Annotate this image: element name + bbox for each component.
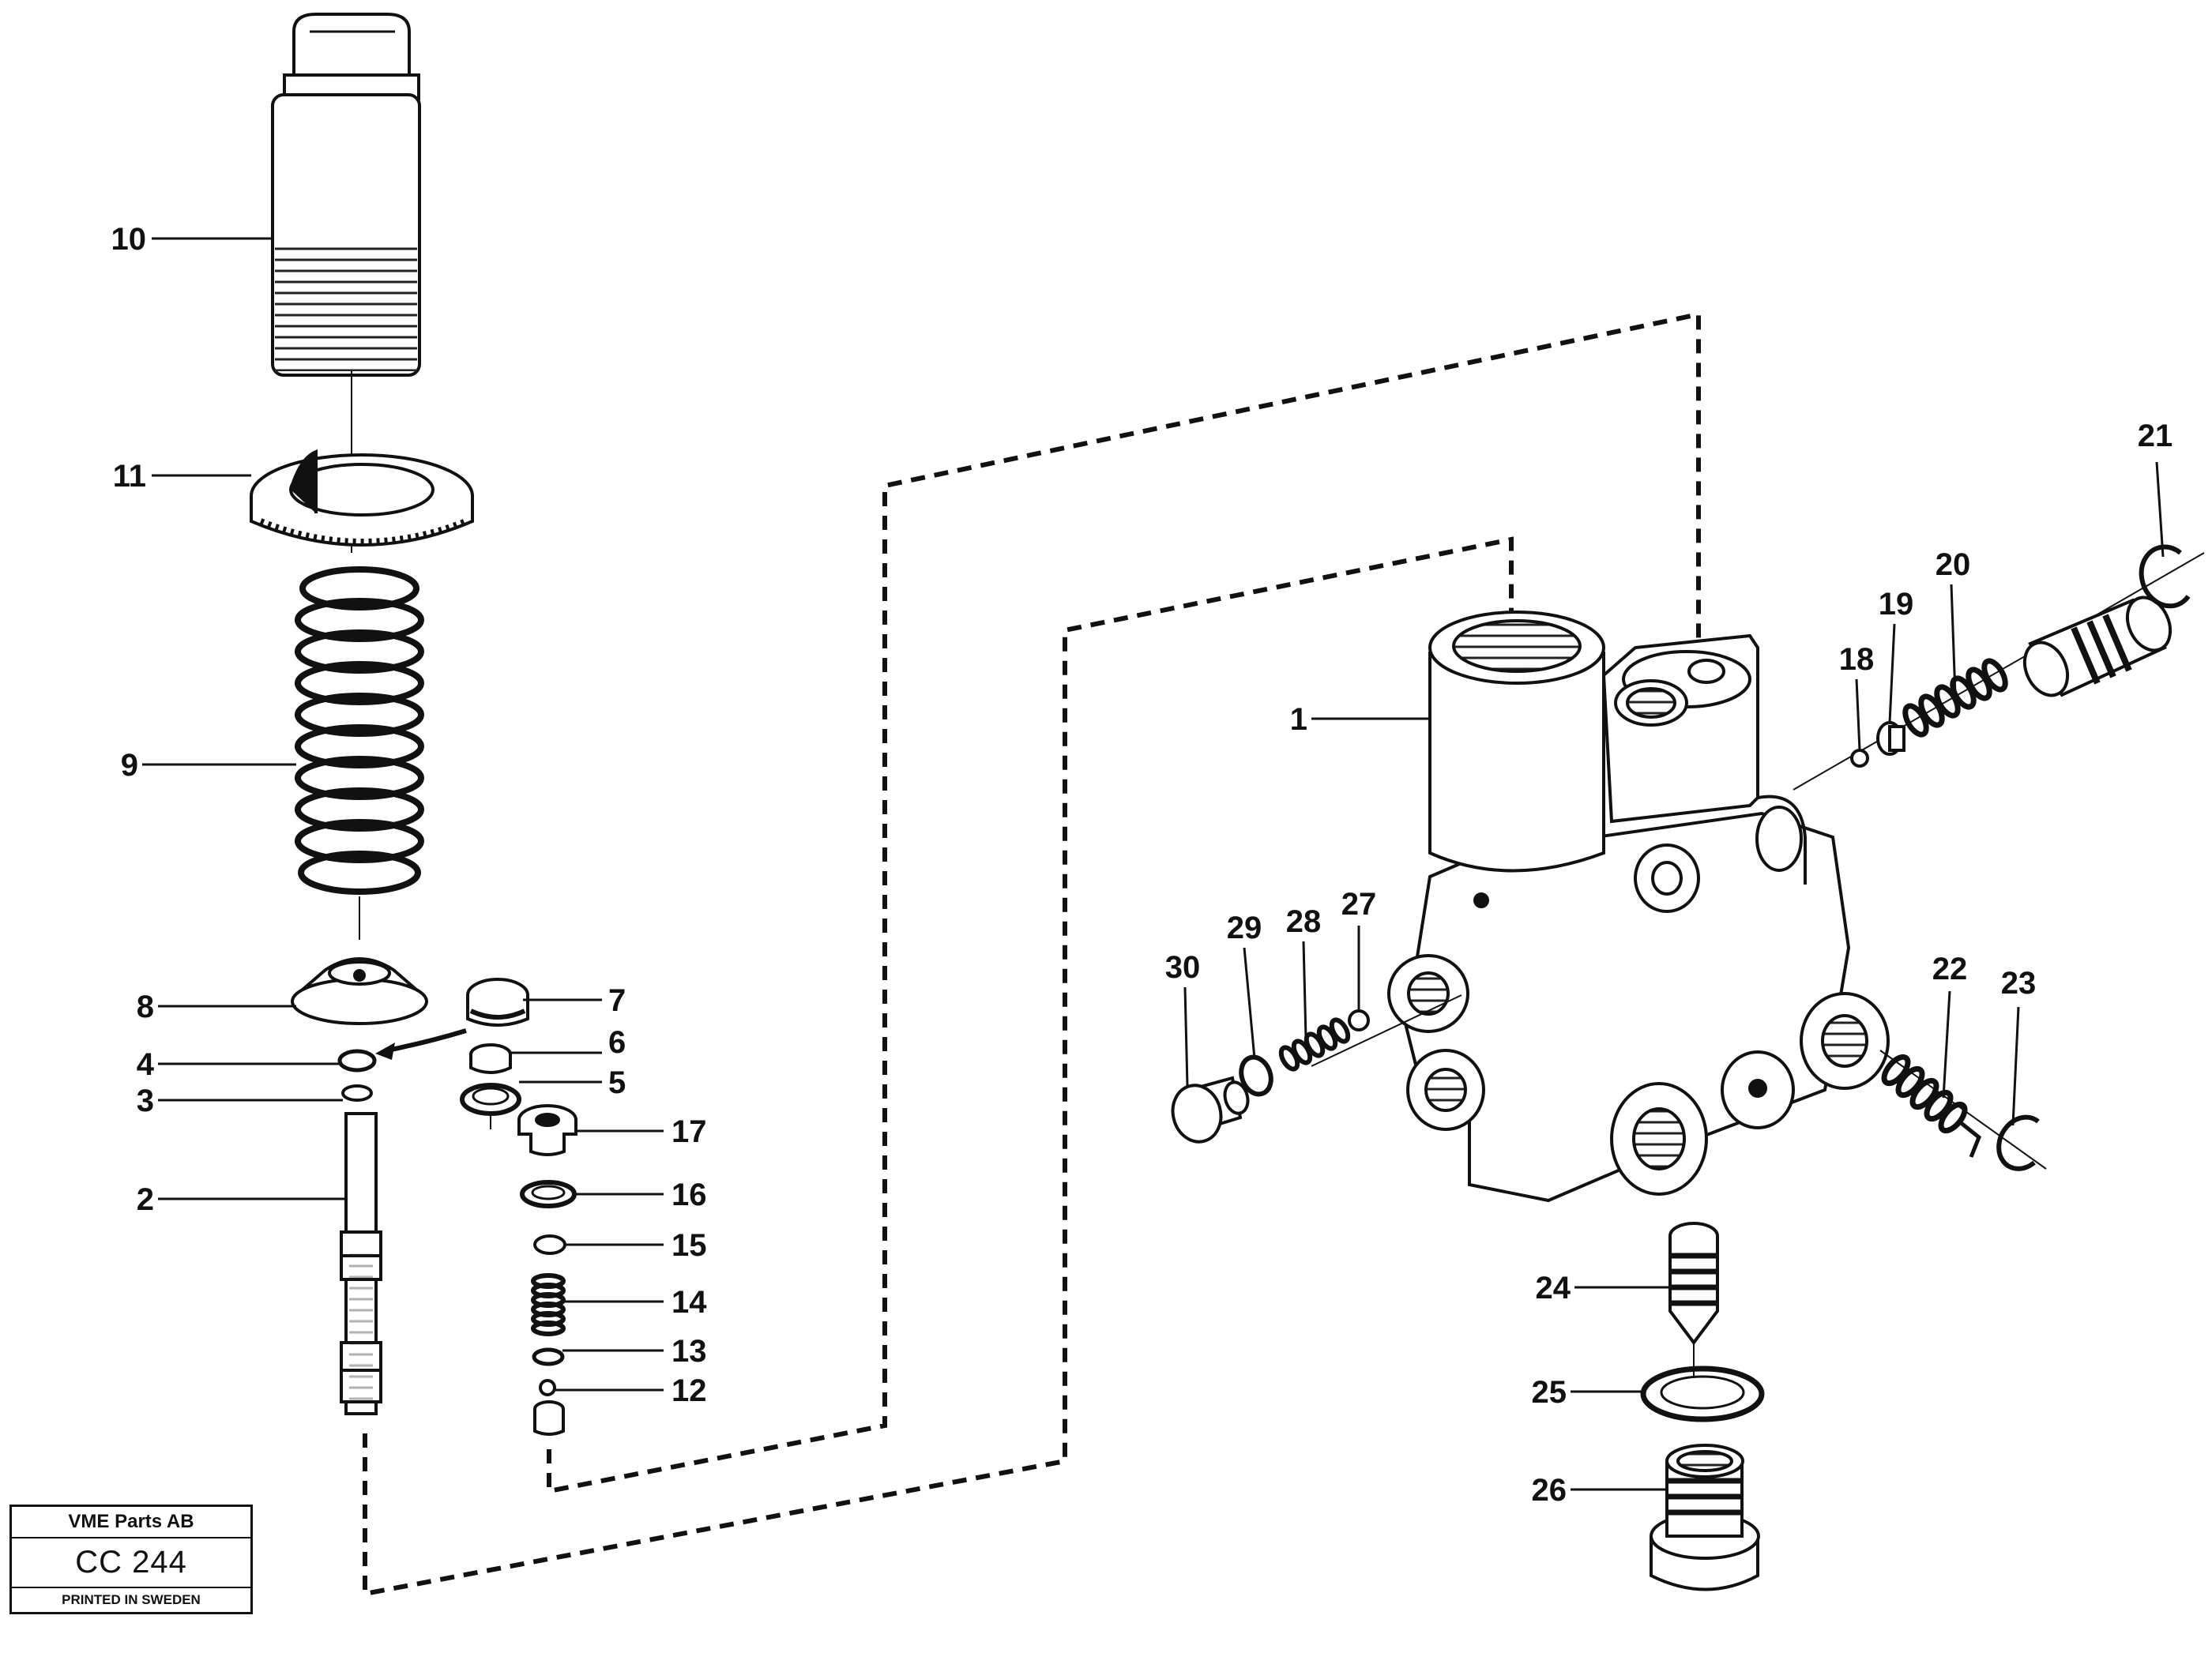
part-16-washer — [520, 1180, 577, 1208]
callout-9: 9 — [121, 748, 138, 783]
callout-4: 4 — [137, 1047, 155, 1082]
part-11-knurled-nut — [250, 449, 474, 547]
stamp-printed: PRINTED IN SWEDEN — [62, 1592, 201, 1607]
callout-7: 7 — [608, 983, 626, 1018]
part-25-washer — [1640, 1366, 1765, 1422]
callout-17: 17 — [672, 1114, 707, 1149]
callout-13: 13 — [672, 1334, 707, 1369]
part-3-ring — [341, 1084, 373, 1102]
part-30-plug — [1171, 1076, 1250, 1144]
small-sleeve — [533, 1400, 565, 1436]
callout-26: 26 — [1532, 1473, 1567, 1508]
part-4-ring — [337, 1049, 377, 1073]
callout-24: 24 — [1536, 1271, 1571, 1305]
callout-labels: 10 11 9 8 4 3 2 7 6 5 17 16 15 14 13 12 … — [111, 222, 2173, 1508]
callout-23: 23 — [2001, 966, 2037, 1001]
callout-6: 6 — [608, 1025, 626, 1060]
callout-25: 25 — [1532, 1375, 1567, 1410]
part-21-circlip — [2139, 544, 2191, 609]
callout-21: 21 — [2138, 419, 2173, 453]
part-14-small-spring — [531, 1273, 566, 1336]
part-2-plunger-rod — [340, 1112, 382, 1415]
callout-27: 27 — [1341, 887, 1377, 922]
dashed-connection-lines — [363, 311, 1701, 1597]
part-1-valve-body — [1387, 610, 1890, 1203]
spool — [2022, 595, 2172, 697]
callout-14: 14 — [672, 1285, 707, 1320]
part-9-spring — [295, 566, 424, 940]
part-12-ball — [539, 1379, 556, 1396]
callout-18: 18 — [1839, 642, 1875, 677]
callout-5: 5 — [608, 1065, 626, 1100]
part-17-plug — [517, 1104, 577, 1156]
part-15-ball — [533, 1234, 566, 1255]
callout-22: 22 — [1932, 952, 1968, 986]
callout-28: 28 — [1286, 904, 1322, 939]
part-7-plug — [466, 978, 529, 1027]
callout-12: 12 — [672, 1373, 707, 1408]
part-24-valve-cone — [1668, 1222, 1719, 1378]
part-27-ball — [1348, 1009, 1370, 1031]
part-23-circlip — [1996, 1114, 2040, 1171]
part-5-washer — [460, 1083, 521, 1129]
callout-19: 19 — [1879, 587, 1914, 622]
callout-10: 10 — [111, 222, 147, 257]
part-8-spring-seat — [291, 957, 428, 1025]
callout-15: 15 — [672, 1228, 707, 1263]
assembly-arrow-head — [375, 1043, 395, 1060]
callout-29: 29 — [1227, 911, 1262, 945]
part-18-ball — [1850, 749, 1869, 768]
callout-1: 1 — [1290, 702, 1307, 737]
stamp-company: VME Parts AB — [12, 1507, 250, 1538]
callout-20: 20 — [1936, 547, 1971, 582]
part-22-spring-plunger — [1881, 1054, 1982, 1158]
part-6-bushing — [469, 1043, 512, 1074]
reference-stamp: VME Parts AB CC 244 PRINTED IN SWEDEN — [9, 1505, 253, 1614]
part-10-cylinder-cap — [271, 13, 421, 553]
callout-2: 2 — [137, 1182, 154, 1217]
callout-16: 16 — [672, 1178, 707, 1212]
part-26-threaded-plug — [1650, 1444, 1760, 1591]
stamp-code: CC 244 — [12, 1538, 250, 1588]
assembly-arrow — [386, 1028, 467, 1053]
callout-3: 3 — [137, 1084, 154, 1118]
callout-8: 8 — [137, 990, 154, 1024]
part-29-washer — [1239, 1054, 1273, 1097]
callout-30: 30 — [1165, 950, 1201, 985]
callout-11: 11 — [113, 459, 146, 494]
leader-lines — [142, 237, 2165, 1491]
part-19-seat — [1876, 721, 1905, 756]
part-13-seat — [532, 1347, 565, 1366]
part-28-small-spring — [1278, 1017, 1351, 1072]
